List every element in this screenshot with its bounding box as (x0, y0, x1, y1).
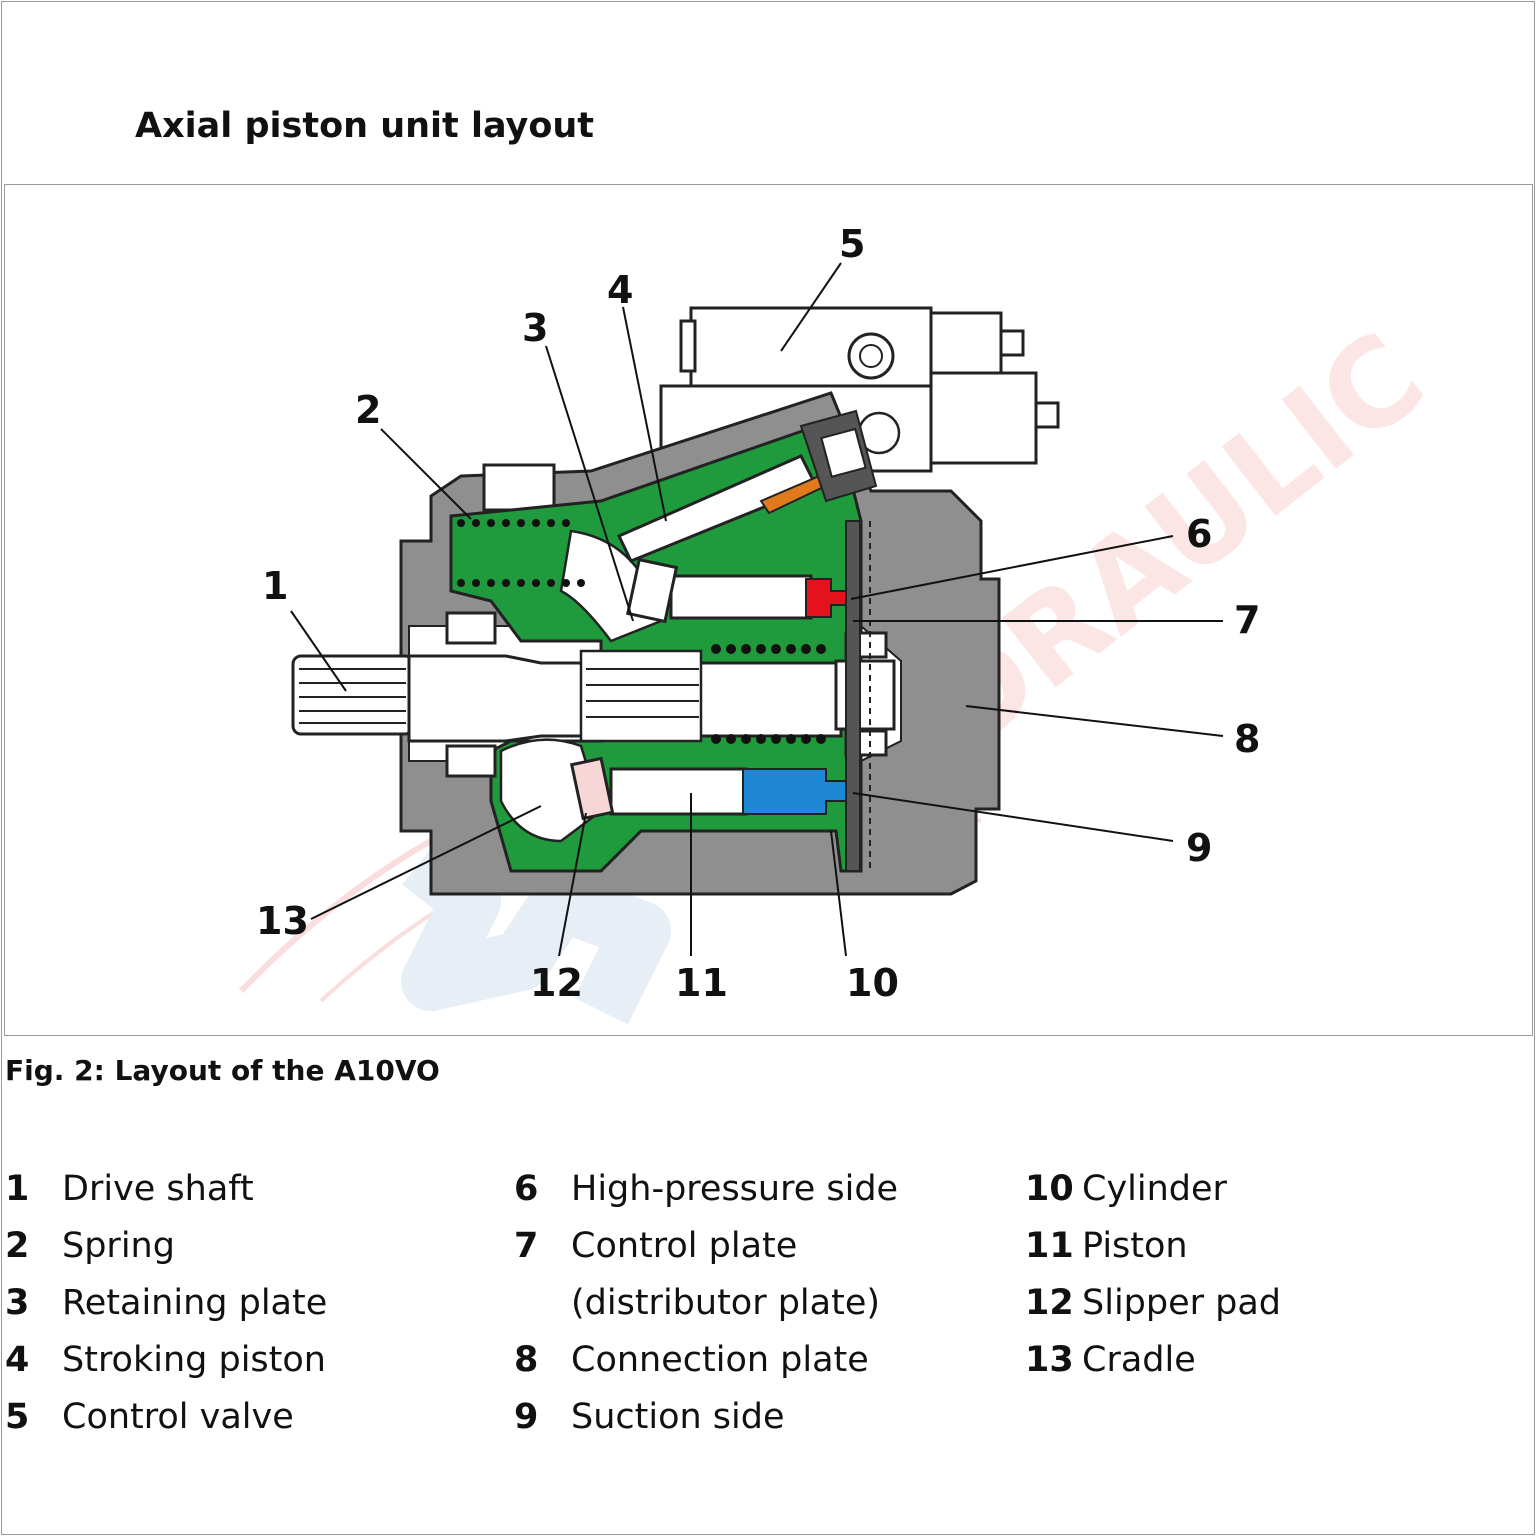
page-heading: Axial piston unit layout (135, 106, 595, 146)
legend-label: Suction side (571, 1396, 785, 1437)
callout-4: 4 (607, 268, 633, 312)
legend-number: 12 (1025, 1282, 1074, 1323)
legend-label: Stroking piston (62, 1339, 326, 1380)
cradle-body (449, 419, 863, 873)
legend-label: Control valve (62, 1396, 294, 1437)
legend-number: 1 (5, 1168, 30, 1209)
legend-column-2: 6 High-pressure side 7 Control plate (dist… (514, 1160, 898, 1445)
legend-item: 3 Retaining plate (5, 1274, 327, 1331)
legend-label: Connection plate (571, 1339, 869, 1380)
legend-label: Cylinder (1082, 1168, 1227, 1209)
diagram-figure: HYDRAULIC (4, 184, 1533, 1036)
legend-label: Drive shaft (62, 1168, 254, 1209)
callout-12: 12 (530, 961, 583, 1005)
legend-number: 3 (5, 1282, 30, 1323)
legend-label: Cradle (1082, 1339, 1196, 1380)
legend-number: 4 (5, 1339, 30, 1380)
legend-item: 4 Stroking piston (5, 1331, 327, 1388)
callout-1: 1 (262, 564, 288, 608)
legend-label: Retaining plate (62, 1282, 328, 1323)
legend-number: 13 (1025, 1339, 1074, 1380)
drive-shaft (291, 611, 896, 778)
callout-7: 7 (1234, 598, 1260, 642)
cylinder-spring (711, 644, 826, 744)
callout-8: 8 (1234, 717, 1260, 761)
legend-number: 5 (5, 1396, 30, 1437)
callout-9: 9 (1186, 826, 1212, 870)
callout-6: 6 (1186, 512, 1212, 556)
lower-piston (569, 756, 850, 821)
leader-lines (290, 262, 1224, 957)
legend-label: Piston (1082, 1225, 1188, 1266)
legend-item: 2 Spring (5, 1217, 327, 1274)
legend-label: High-pressure side (571, 1168, 899, 1209)
legend-label: Control plate (571, 1225, 798, 1266)
legend-item: 6 High-pressure side (514, 1160, 898, 1217)
callout-5: 5 (839, 222, 865, 266)
legend-item: (distributor plate) (514, 1274, 898, 1331)
legend-number: 11 (1025, 1225, 1074, 1266)
legend-number: 8 (514, 1339, 539, 1380)
callout-3: 3 (522, 306, 548, 350)
legend-label: Slipper pad (1082, 1282, 1282, 1323)
figure-caption: Fig. 2: Layout of the A10VO (5, 1054, 440, 1087)
callout-10: 10 (846, 961, 899, 1005)
spring-coils (457, 519, 585, 587)
control-plate (845, 520, 871, 872)
stroking-piston (616, 409, 878, 563)
legend-item: 7 Control plate (514, 1217, 898, 1274)
callout-labels: 1 2 3 4 5 6 7 8 9 10 11 12 13 (256, 222, 1260, 1005)
legend-number: 10 (1025, 1168, 1074, 1209)
legend-number: 7 (514, 1225, 539, 1266)
legend-number: 6 (514, 1168, 539, 1209)
callout-13: 13 (256, 899, 309, 943)
legend-item: 1 Drive shaft (5, 1160, 327, 1217)
legend-number: 2 (5, 1225, 30, 1266)
callout-2: 2 (355, 388, 381, 432)
legend-item: 8 Connection plate (514, 1331, 898, 1388)
legend-label: (distributor plate) (571, 1282, 881, 1323)
legend-item: 5 Control valve (5, 1388, 327, 1445)
legend-label: Spring (62, 1225, 175, 1266)
pump-cross-section-svg: HYDRAULIC (238, 222, 1450, 1025)
legend-number: 9 (514, 1396, 539, 1437)
callout-11: 11 (675, 961, 728, 1005)
legend-item: 9 Suction side (514, 1388, 898, 1445)
